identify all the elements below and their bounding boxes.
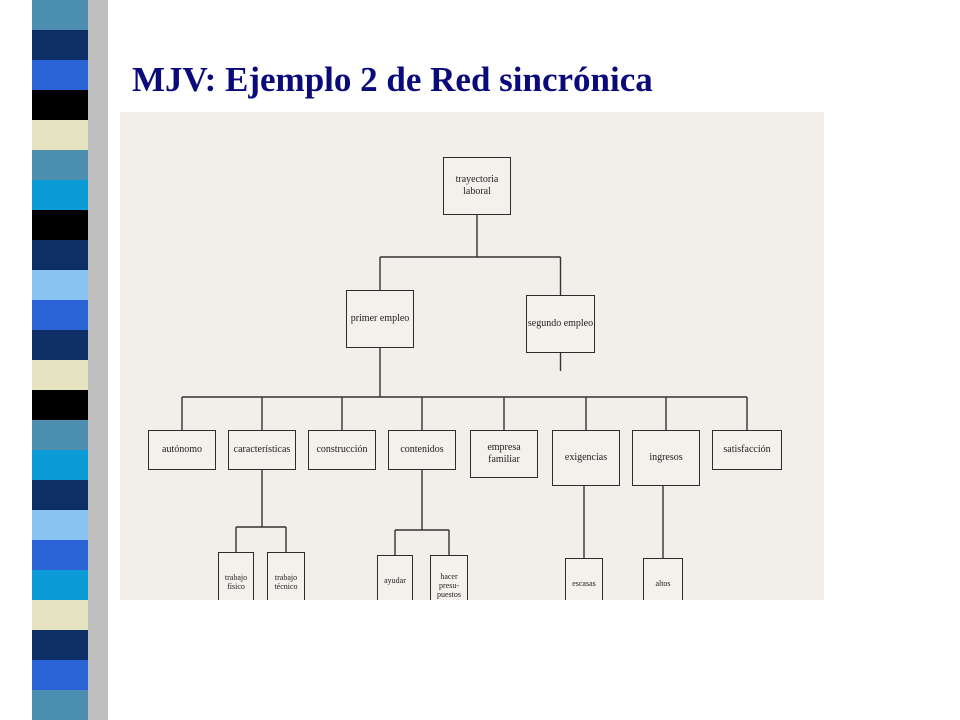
strip-segment: [32, 120, 88, 151]
node-construccion: construcción: [308, 430, 376, 470]
strip-segment: [32, 540, 88, 571]
strip-segment: [32, 510, 88, 541]
strip-segment: [32, 390, 88, 421]
node-altos: altos: [643, 558, 683, 600]
node-satisfaccion: satisfacción: [712, 430, 782, 470]
strip-segment: [32, 240, 88, 271]
decorative-color-strip: [32, 0, 108, 720]
strip-segment: [32, 180, 88, 211]
strip-segment: [32, 450, 88, 481]
strip-segment: [32, 420, 88, 451]
slide-title: MJV: Ejemplo 2 de Red sincrónica: [132, 60, 653, 99]
strip-segment: [32, 330, 88, 361]
strip-segment: [32, 660, 88, 691]
node-empresa-familiar: empresa familiar: [470, 430, 538, 478]
node-caracteristicas: características: [228, 430, 296, 470]
strip-segment: [32, 90, 88, 121]
node-segundo-empleo: segundo empleo: [526, 295, 595, 353]
strip-segment: [32, 600, 88, 631]
node-trabajo-tecnico: trabajo técnico: [267, 552, 305, 600]
strip-shadow: [88, 0, 108, 720]
node-trayectoria-laboral: trayectoria laboral: [443, 157, 511, 215]
strip-segment: [32, 270, 88, 301]
strip-segment: [32, 60, 88, 91]
strip-segment: [32, 480, 88, 511]
strip-segment: [32, 210, 88, 241]
node-escasas: escasas: [565, 558, 603, 600]
node-ayudar: ayudar: [377, 555, 413, 600]
node-primer-empleo: primer empleo: [346, 290, 414, 348]
strip-segment: [32, 0, 88, 31]
strip-segment: [32, 300, 88, 331]
strip-segment: [32, 630, 88, 661]
tree-connectors: [181, 215, 748, 558]
strip-segment: [32, 360, 88, 391]
strip-segment: [32, 30, 88, 61]
node-trabajo-fisico: trabajo físico: [218, 552, 254, 600]
strip-segment: [32, 690, 88, 720]
scanned-diagram: trayectoria laboral primer empleo segund…: [120, 112, 824, 600]
node-hacer-presupuestos: hacer presu- puestos: [430, 555, 468, 600]
strip-segment: [32, 570, 88, 601]
node-autonomo: autónomo: [148, 430, 216, 470]
node-ingresos: ingresos: [632, 430, 700, 486]
node-contenidos: contenidos: [388, 430, 456, 470]
strip-segment: [32, 150, 88, 181]
node-exigencias: exigencias: [552, 430, 620, 486]
